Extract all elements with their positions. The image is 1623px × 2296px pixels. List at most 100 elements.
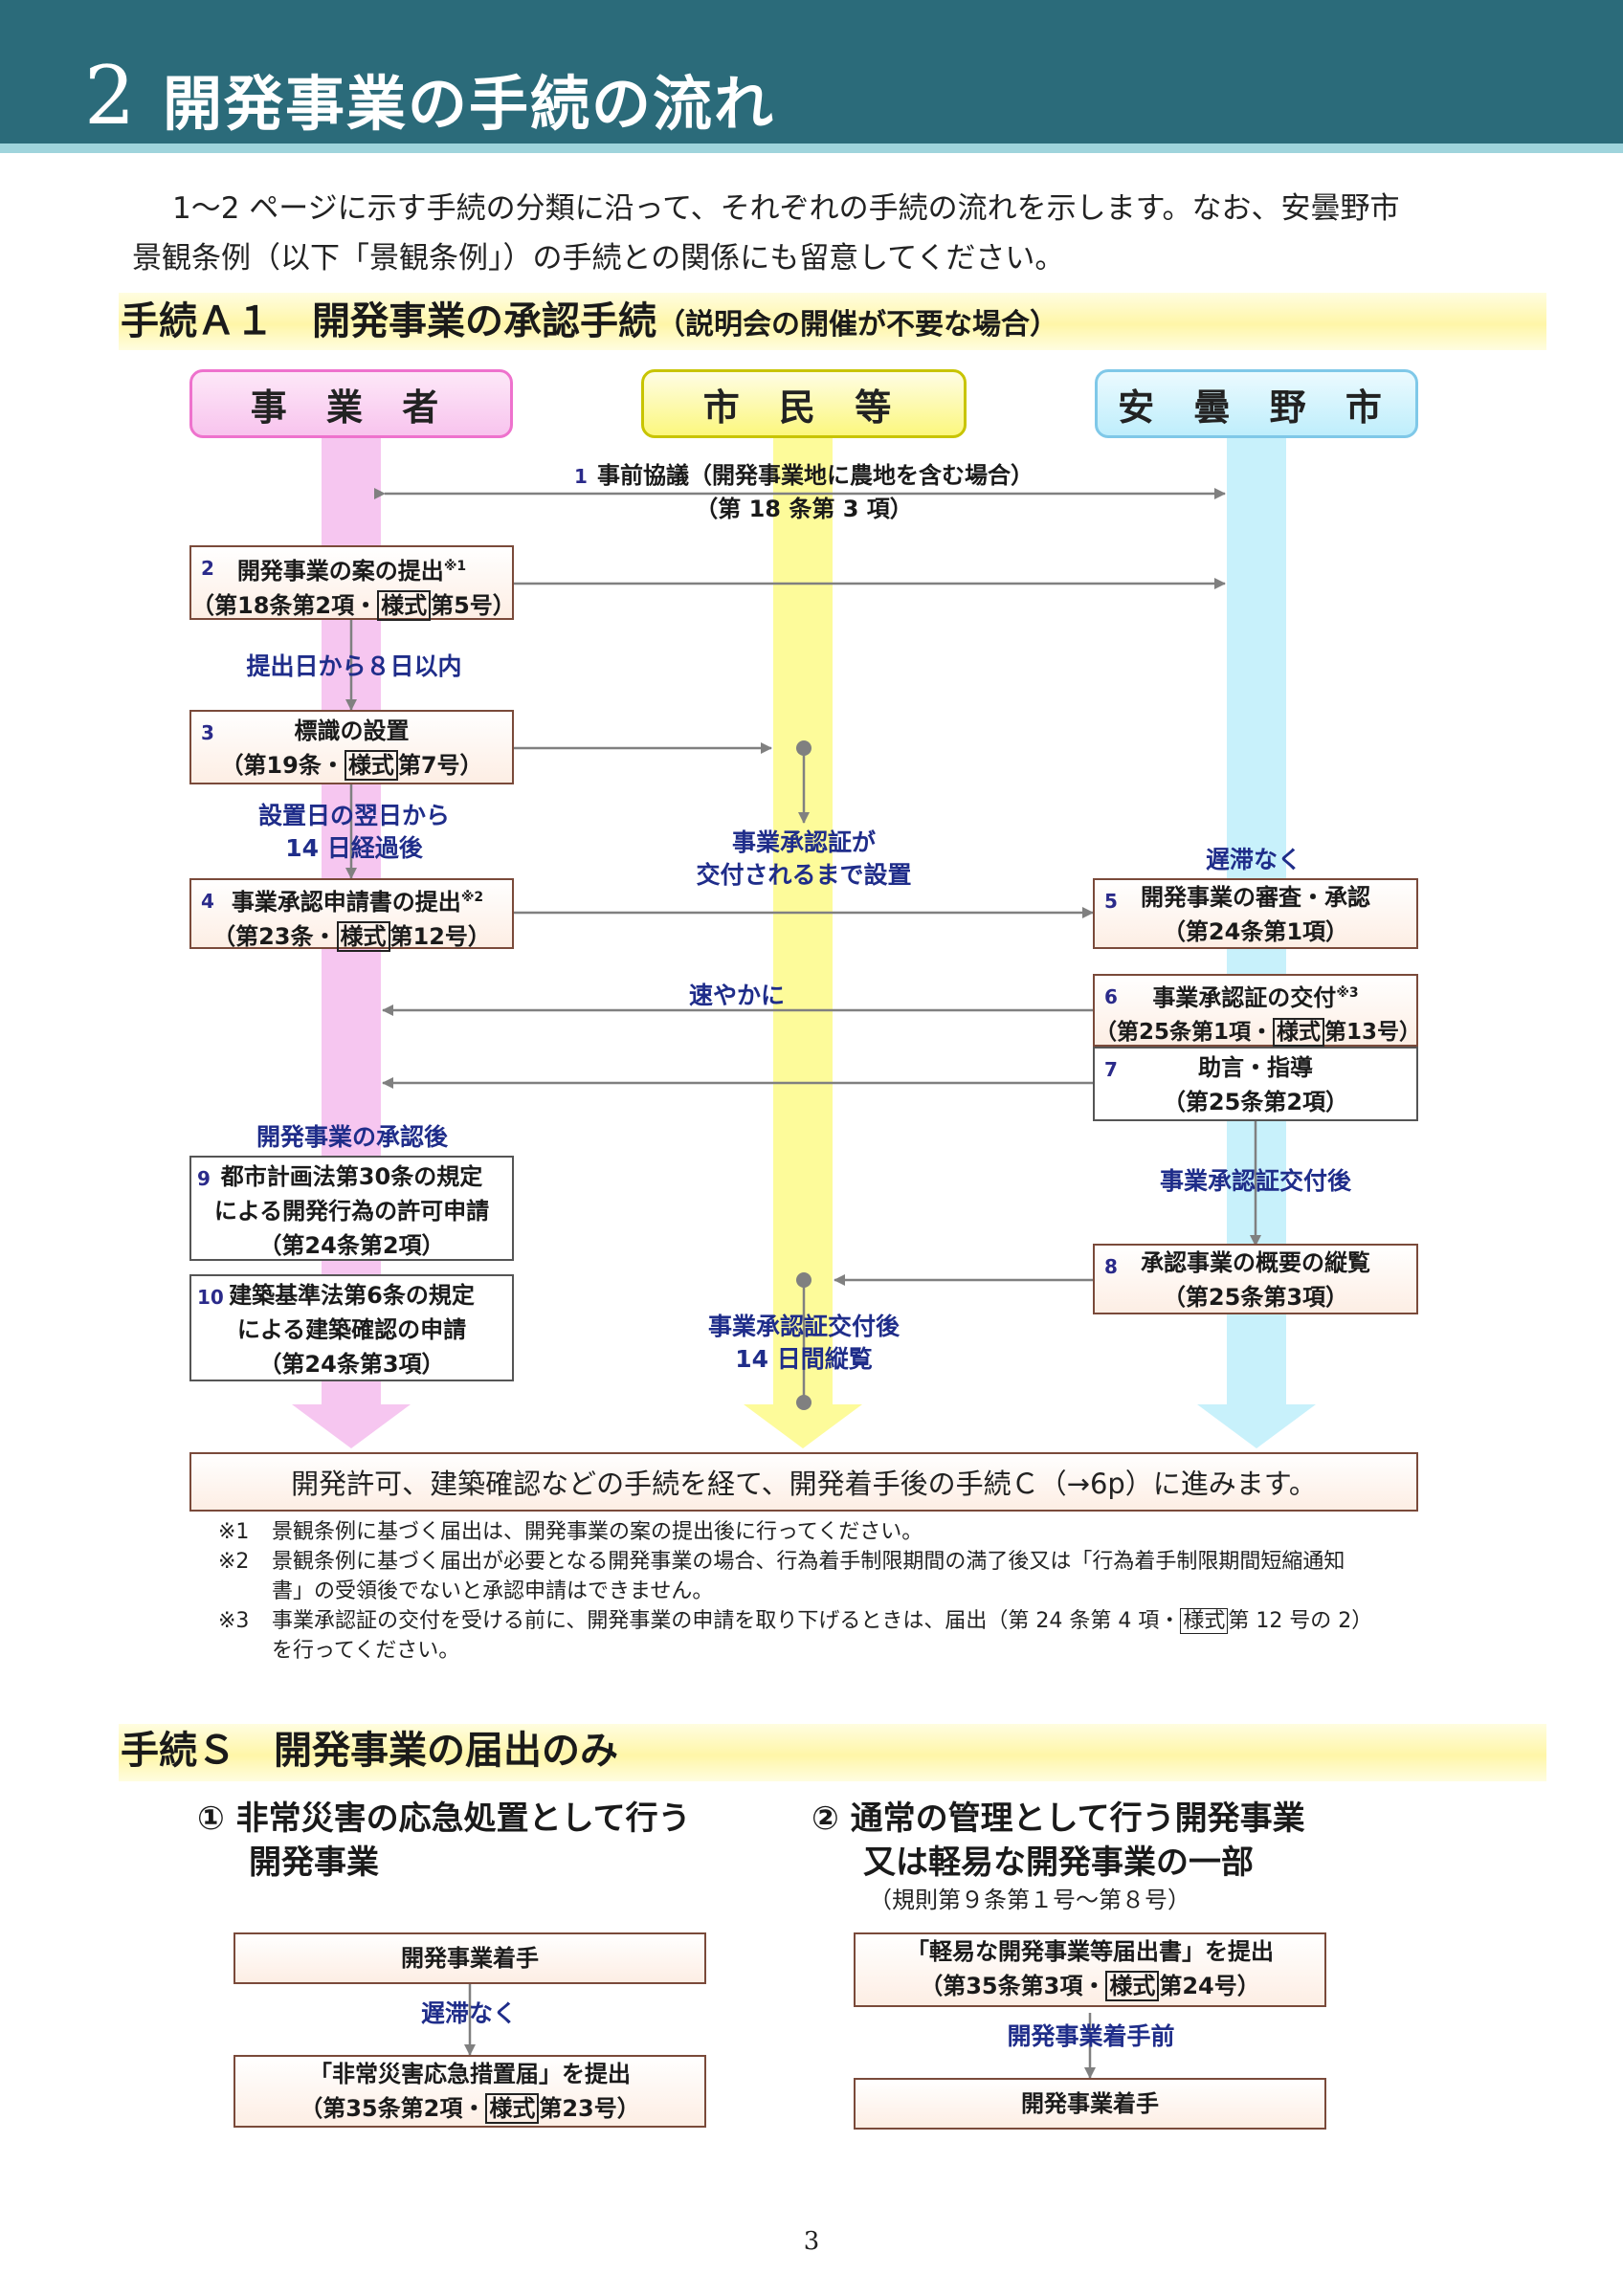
step3-line2: （第19条・様式第7号）: [191, 748, 512, 783]
section-s-right-heading: ② 通常の管理として行う開発事業 又は軽易な開発事業の一部: [812, 1797, 1305, 1885]
page-number: 3: [803, 2227, 820, 2256]
step4-form: 様式: [336, 921, 390, 952]
section-s-title: 手続Ｓ 開発事業の届出のみ: [121, 1729, 618, 1773]
step5-number: 5: [1104, 890, 1118, 913]
step4-box: 4 事業承認申請書の提出※2 （第23条・様式第12号）: [189, 878, 514, 952]
step9-number: 9: [197, 1167, 211, 1190]
section-s-left-box2-line2: （第35条第2項・様式第23号）: [235, 2091, 704, 2126]
step9-line3: （第24条第2項）: [258, 1232, 445, 1259]
step8-box: 8 承認事業の概要の縦覧 （第25条第3項）: [1093, 1244, 1418, 1314]
step7-number: 7: [1104, 1058, 1118, 1081]
step7-line1: 助言・指導: [1198, 1054, 1313, 1081]
note-sign-line2: 交付されるまで設置: [696, 861, 912, 889]
step10-line3: （第24条第3項）: [258, 1351, 445, 1378]
step7-box: 7 助言・指導 （第25条第2項）: [1093, 1047, 1418, 1121]
footnote-3-cont: を行ってください。: [218, 1636, 1443, 1666]
step9-line1: 都市計画法第30条の規定: [220, 1163, 483, 1190]
section-s-left-form: 様式: [485, 2093, 540, 2124]
step1-number: 1: [574, 465, 588, 488]
section-s-right-form: 様式: [1105, 1971, 1160, 2001]
step4-line1: 事業承認申請書の提出※2: [191, 880, 512, 919]
footnote-3-text-2: を行ってください。: [272, 1639, 460, 1663]
note-prompt: 遅滞なく: [1205, 846, 1301, 873]
section-s-right-heading-2: 又は軽易な開発事業の一部: [863, 1843, 1254, 1882]
section-s-left-box2-pre: （第35条第2項・: [300, 2095, 486, 2122]
step2-form: 様式: [377, 590, 432, 621]
section-s-left-box2-line1: 「非常災害応急措置届」を提出: [309, 2061, 631, 2087]
note-after-approval: 開発事業の承認後: [256, 1123, 448, 1151]
note-quick: 速やかに: [688, 982, 785, 1009]
lane-city-arrow: [1197, 1404, 1316, 1448]
footnote-3-post: 第 12 号の 2）: [1228, 1609, 1373, 1633]
step6-sup: ※3: [1336, 985, 1359, 1001]
step4-line2: （第23条・様式第12号）: [191, 919, 512, 954]
dot-view-start: [796, 1272, 812, 1288]
section-s-band: [119, 1724, 1546, 1781]
note-view-line2: 14 日間縦覧: [735, 1345, 873, 1373]
footnote-2-cont: 書」の受領後でないと承認申請はできません。: [218, 1577, 1443, 1606]
section-s-left-box1: 開発事業着手: [233, 1932, 706, 1984]
final-step-box: 開発許可、建築確認などの手続を経て、開発着手後の手続Ｃ（→6p）に進みます。: [189, 1452, 1418, 1512]
note-14days-line2: 14 日経過後: [285, 834, 423, 862]
lane-citizens-arrow: [744, 1404, 862, 1448]
step3-number: 3: [201, 721, 214, 744]
footnote-2-text-1: 景観条例に基づく届出が必要となる開発事業の場合、行為着手制限期間の満了後又は「行…: [272, 1550, 1345, 1574]
column-city: 安 曇 野 市: [1095, 369, 1418, 438]
page-header: [0, 0, 1623, 144]
step10-number: 10: [197, 1286, 224, 1309]
step10-box: 10 建築基準法第6条の規定 による建築確認の申請 （第24条第3項）: [189, 1274, 514, 1381]
footnote-3-mark: ※3: [218, 1609, 250, 1633]
note-sign: 事業承認証が 交付されるまで設置: [670, 827, 938, 892]
step6-line1: 事業承認証の交付※3: [1095, 976, 1416, 1015]
step6-line2: （第25条第1項・様式第13号）: [1095, 1015, 1421, 1049]
step3-l2-post: 第7号）: [397, 752, 483, 779]
step5-box: 5 開発事業の審査・承認 （第24条第1項）: [1093, 878, 1418, 949]
step3-box: 3 標識の設置 （第19条・様式第7号）: [189, 710, 514, 784]
step9-line2: による開発行為の許可申請: [213, 1198, 490, 1225]
column-business: 事 業 者: [189, 369, 513, 438]
footnote-2-text-2: 書」の受領後でないと承認申請はできません。: [272, 1579, 714, 1603]
step8-line1: 承認事業の概要の縦覧: [1141, 1249, 1370, 1276]
step6-number: 6: [1104, 985, 1118, 1008]
section-s-left-note: 遅滞なく: [420, 1999, 517, 2027]
step4-l2-post: 第12号）: [389, 923, 491, 950]
step9-box: 9 都市計画法第30条の規定 による開発行為の許可申請 （第24条第2項）: [189, 1156, 514, 1261]
step1-line1: 事前協議（開発事業地に農地を含む場合）: [596, 462, 1034, 489]
intro-line-2: 景観条例（以下「景観条例」）の手続との関係にも留意してください。: [132, 241, 1065, 276]
section-s-right-box1-line1: 「軽易な開発事業等届出書」を提出: [906, 1938, 1274, 1965]
dot-sign: [796, 740, 812, 756]
step2-sup: ※1: [443, 559, 467, 574]
step4-number: 4: [201, 890, 214, 913]
section-s-right-box1: 「軽易な開発事業等届出書」を提出 （第35条第3項・様式第24号）: [854, 1932, 1326, 2007]
step8-line2: （第25条第3項）: [1162, 1284, 1349, 1311]
section-s-left-heading: ① 非常災害の応急処置として行う 開発事業: [197, 1797, 691, 1885]
chapter-title: 開発事業の手続の流れ: [163, 69, 776, 139]
dot-view-end: [796, 1395, 812, 1410]
step2-line2: （第18条第2項・様式第5号）: [191, 588, 516, 623]
step10-line2: による建築確認の申請: [236, 1316, 467, 1343]
step3-l2-pre: （第19条・: [220, 752, 345, 779]
section-s-left-heading-1: ① 非常災害の応急処置として行う: [197, 1799, 691, 1838]
footnote-3-form: 様式: [1180, 1608, 1229, 1634]
section-s-left-box2: 「非常災害応急措置届」を提出 （第35条第2項・様式第23号）: [233, 2055, 706, 2128]
section-s-right-note: 開発事業着手前: [1007, 2022, 1175, 2050]
section-s-right-heading-1: ② 通常の管理として行う開発事業: [812, 1799, 1305, 1838]
note-14days-line1: 設置日の翌日から: [257, 802, 450, 829]
step5-line2: （第24条第1項）: [1162, 918, 1349, 945]
step7-line2: （第25条第2項）: [1162, 1089, 1349, 1115]
intro-text: 1～2 ページに示す手続の分類に沿って、それぞれの手続の流れを示します。なお、安…: [132, 184, 1522, 283]
intro-line-1: 1～2 ページに示す手続の分類に沿って、それぞれの手続の流れを示します。なお、安…: [172, 191, 1400, 226]
section-s-right-box1-line2: （第35条第3項・様式第24号）: [856, 1969, 1324, 2003]
step4-title: 事業承認申請書の提出: [231, 889, 461, 916]
step2-l2-pre: （第18条第2項・: [191, 592, 378, 619]
step4-l2-pre: （第23条・: [212, 923, 337, 950]
section-a1-band: [119, 293, 1546, 350]
footnote-1-mark: ※1: [218, 1520, 250, 1544]
lane-citizens: [773, 438, 833, 1404]
step5-line1: 開発事業の審査・承認: [1141, 884, 1370, 911]
